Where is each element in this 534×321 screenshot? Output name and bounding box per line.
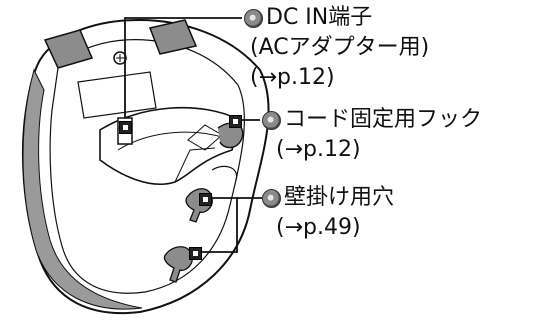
dc-in-title: DC IN端子 xyxy=(266,5,373,30)
bullet-icon xyxy=(262,188,281,208)
wall-hole-lower xyxy=(163,246,193,283)
wall-hole-sub1: (→p.49) xyxy=(276,215,361,240)
leader-line-dc-in xyxy=(124,17,242,118)
rubber-foot-right xyxy=(148,19,198,55)
callout-dc-in: DC IN端子 (ACアダプター用) (→p.12) xyxy=(244,6,429,90)
bullet-icon xyxy=(244,8,263,28)
rubber-foot-left xyxy=(43,29,94,69)
dc-in-sub1: (ACアダプター用) xyxy=(250,35,430,60)
cord-channel xyxy=(99,106,241,186)
marker-cord-hook xyxy=(229,115,242,128)
callout-wall-hole: 壁掛け用穴 (→p.49) xyxy=(262,186,394,240)
label-plate xyxy=(77,71,157,119)
dc-in-sub2: (→p.12) xyxy=(250,65,335,90)
device-rim-shade xyxy=(22,68,143,310)
marker-dc-in xyxy=(119,121,132,134)
marker-wall-hole-upper xyxy=(199,193,212,206)
wall-hole-title: 壁掛け用穴 xyxy=(284,185,395,210)
cord-hook-sub1: (→p.12) xyxy=(276,137,361,162)
marker-wall-hole-lower xyxy=(189,247,202,260)
bullet-icon xyxy=(262,110,281,130)
cord-hook-title: コード固定用フック xyxy=(284,107,483,132)
leader-line-wall-hole xyxy=(194,197,238,253)
callout-cord-hook: コード固定用フック (→p.12) xyxy=(262,108,482,162)
